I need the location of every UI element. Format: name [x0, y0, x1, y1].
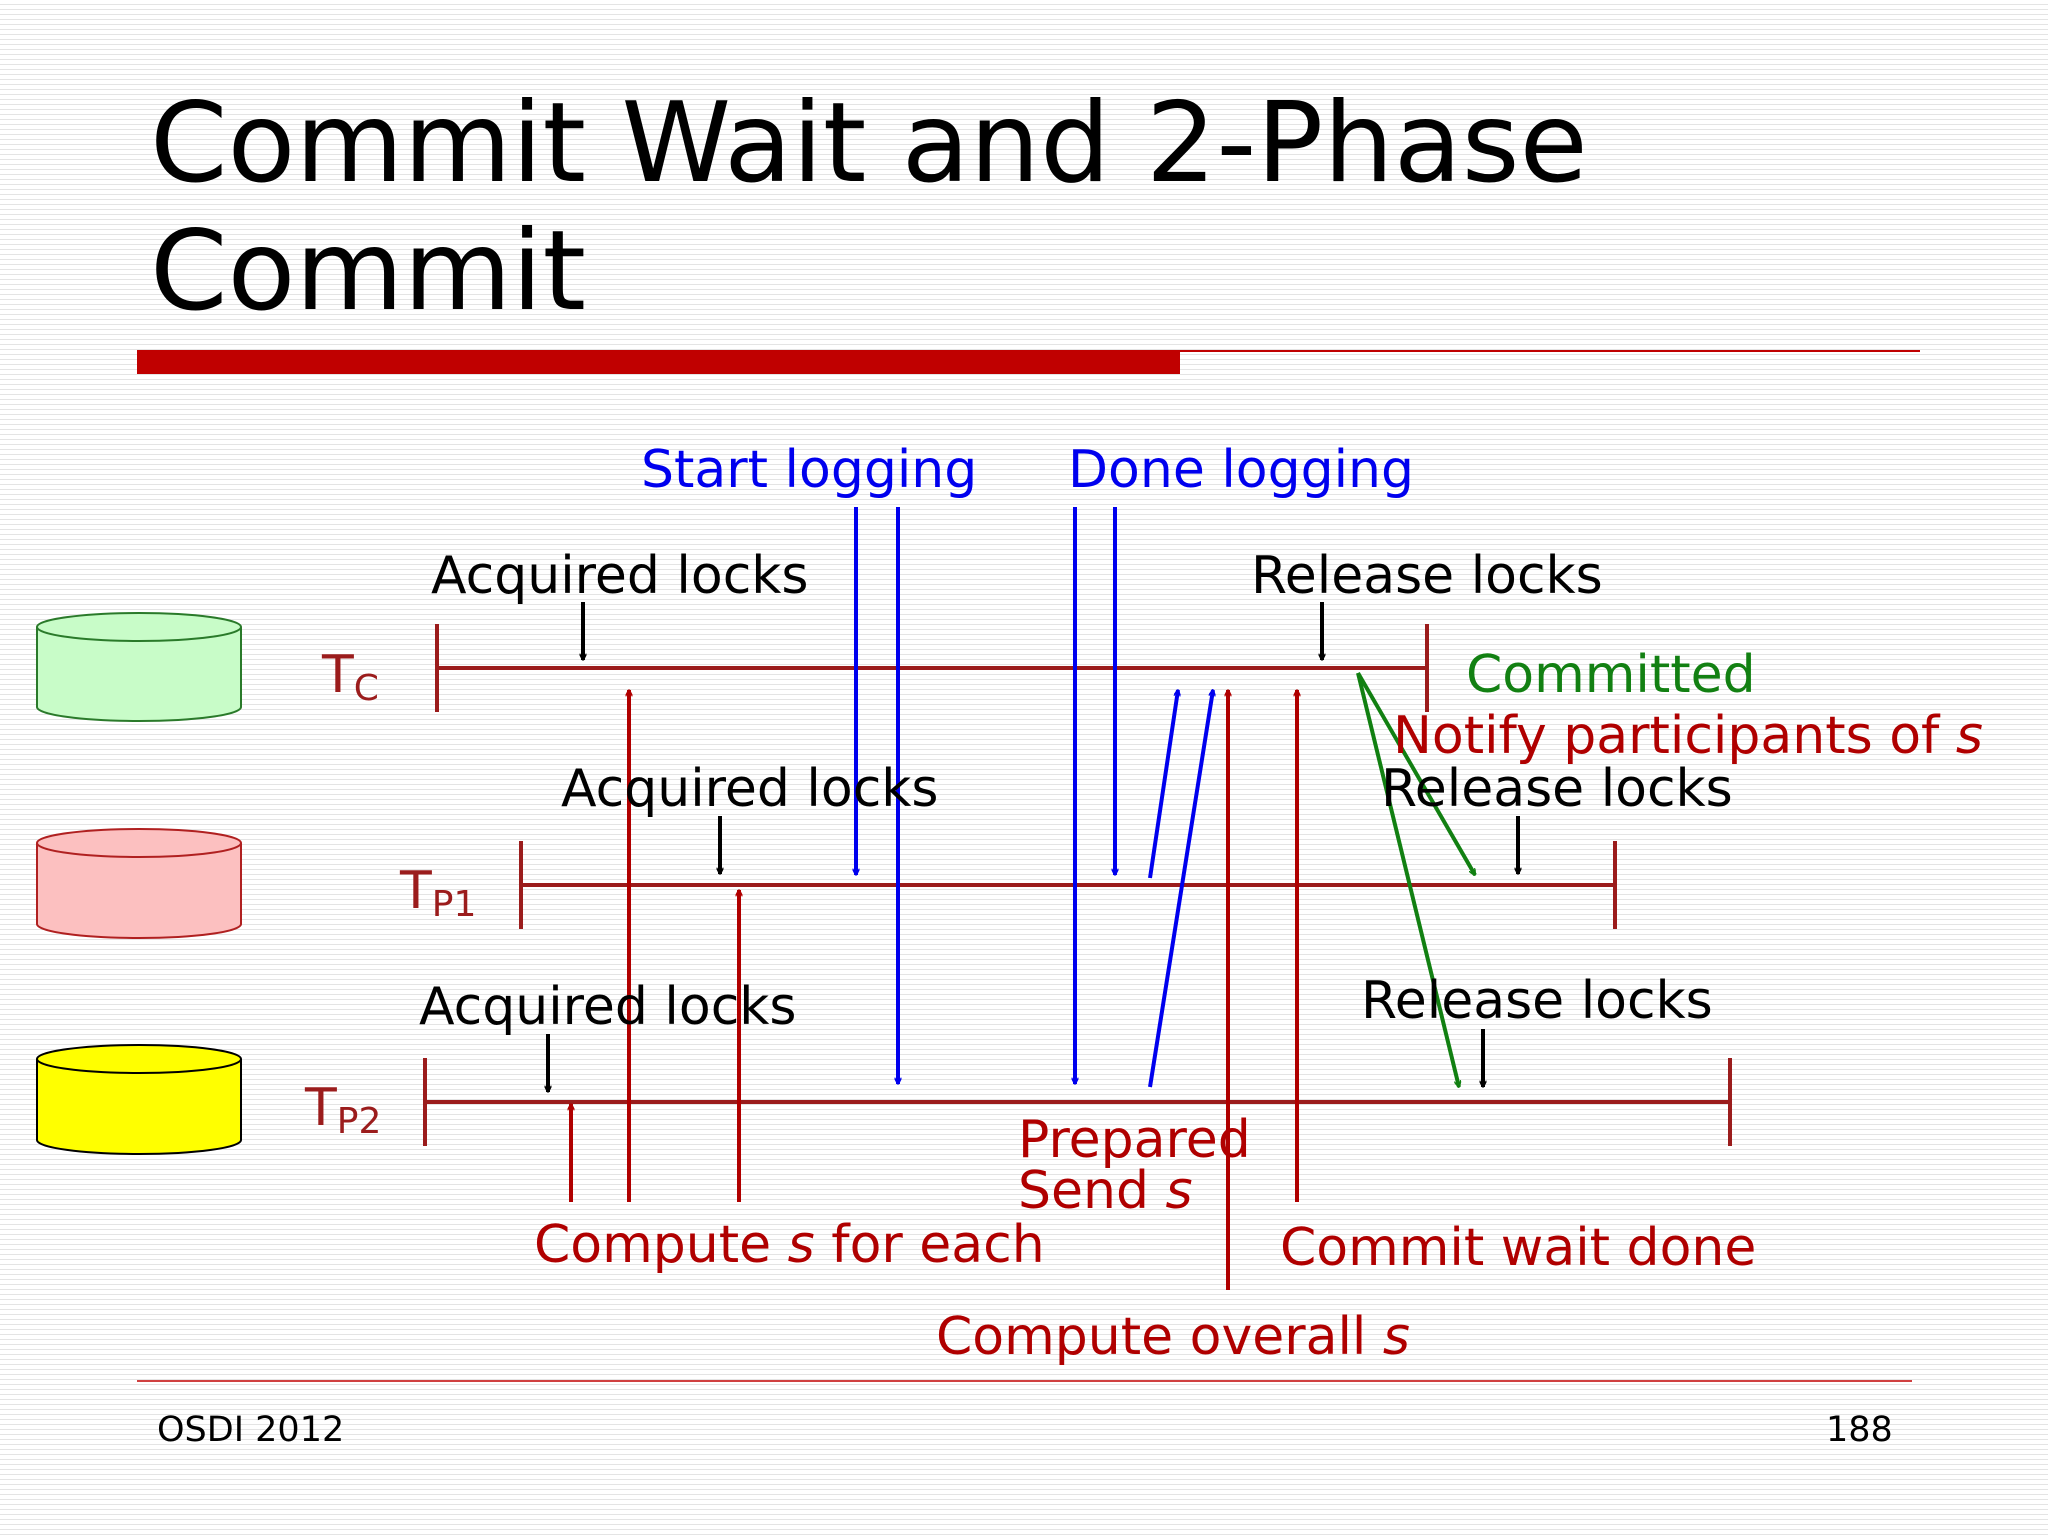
compute-overall-s-label: Compute overall s: [936, 1307, 1410, 1367]
start-logging-label: Start logging: [641, 440, 977, 500]
prepared-arrow-tp2: [1148, 690, 1213, 1088]
prepared-label: Prepared: [1018, 1110, 1251, 1170]
commit-wait-done-label: Commit wait done: [1280, 1218, 1756, 1278]
notify-participants-label: Notify participants of s: [1393, 706, 1983, 766]
title-accent-bar: [137, 350, 1180, 374]
timeline-label-tc: TC: [321, 645, 379, 709]
acquired-locks-label-tc: Acquired locks: [431, 546, 808, 606]
database-icon-tp1: [36, 828, 242, 939]
prepared-arrow-tp1: [1148, 690, 1178, 879]
footer-page-number: 188: [1826, 1410, 1893, 1450]
footer-venue: OSDI 2012: [157, 1410, 345, 1450]
timeline-label-tp1: TP1: [399, 861, 476, 925]
send-s-label: Send s: [1018, 1161, 1193, 1221]
release-locks-label-tc: Release locks: [1251, 546, 1603, 606]
acquired-locks-label-tp1: Acquired locks: [561, 759, 938, 819]
compute-s-label: Compute s for each: [534, 1215, 1045, 1275]
timeline-label-tp2: TP2: [304, 1078, 381, 1142]
database-icon-tp2: [36, 1044, 242, 1155]
release-locks-label-tp2: Release locks: [1361, 971, 1713, 1031]
database-icon-tc: [36, 612, 242, 722]
done-logging-label: Done logging: [1068, 440, 1414, 500]
release-locks-label-tp1: Release locks: [1381, 759, 1733, 819]
committed-label: Committed: [1466, 645, 1756, 705]
notify-arrow-tp1: [1356, 671, 1477, 875]
acquired-locks-label-tp2: Acquired locks: [419, 977, 796, 1037]
notify-arrow-tp2: [1356, 672, 1459, 1087]
slide-title: Commit Wait and 2-Phase Commit: [150, 79, 1588, 336]
